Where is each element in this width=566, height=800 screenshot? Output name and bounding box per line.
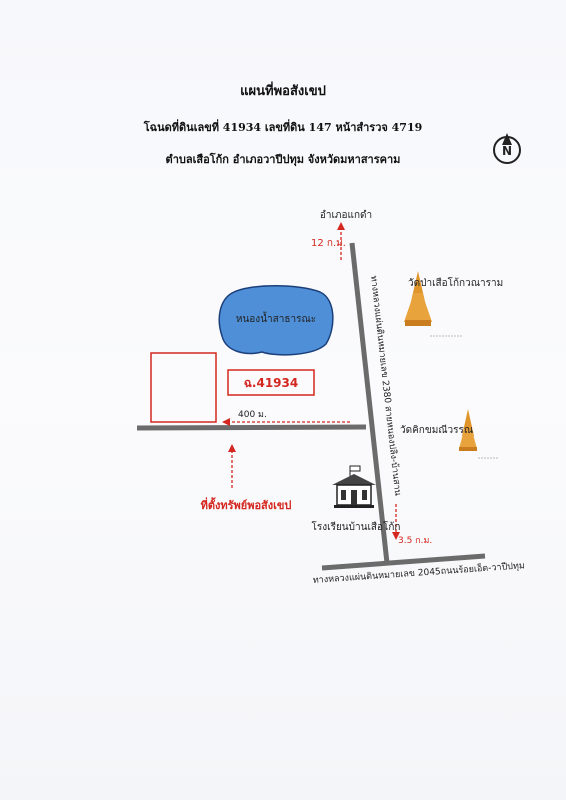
temple-2-label: วัดคิกขมณีวรรณ [400,424,473,436]
parcel-label-box [227,369,315,396]
temple-1-label: วัดป่าเสือโก้กวณาราม [408,276,503,289]
main-road [349,242,390,564]
bottom-road [321,553,486,571]
location-info: ตำบลเสือโก้ก อำเภอวาปีปทุม จังหวัดมหาสาร… [165,153,401,166]
temple-icon [459,409,498,459]
property-location-label: ที่ตั้งทรัพย์พอสังเขป [201,497,292,512]
compass-letter: N [502,144,512,158]
south-distance-label: 3.5 ก.ม. [398,536,432,546]
school-icon [332,465,376,508]
pond-shape [218,285,334,356]
parcel-label: ฉ.41934 [244,376,298,390]
parcel-box [150,352,217,423]
map-title: แผนที่พอสังเขป [240,84,326,99]
deed-info: โฉนดที่ดินเลขที่ 41934 เลขที่ดิน 147 หน้… [143,121,423,134]
side-road [136,424,367,431]
north-distance-label: 12 ก.ม. [311,238,346,249]
main-road-label: ทางหลวงแผ่นดินหมายเลข 2380 สายหนองปลิง-บ… [368,275,403,496]
north-destination-label: อำเภอแกดำ [320,210,372,221]
school-label: โรงเรียนบ้านเสือโก้ก [312,520,401,533]
temple-icon [404,271,462,337]
north-arrow-icon: N [493,133,521,164]
pond-label: หนองน้ำสาธารณะ [236,311,316,325]
side-road-distance-label: 400 ม. [238,410,267,420]
